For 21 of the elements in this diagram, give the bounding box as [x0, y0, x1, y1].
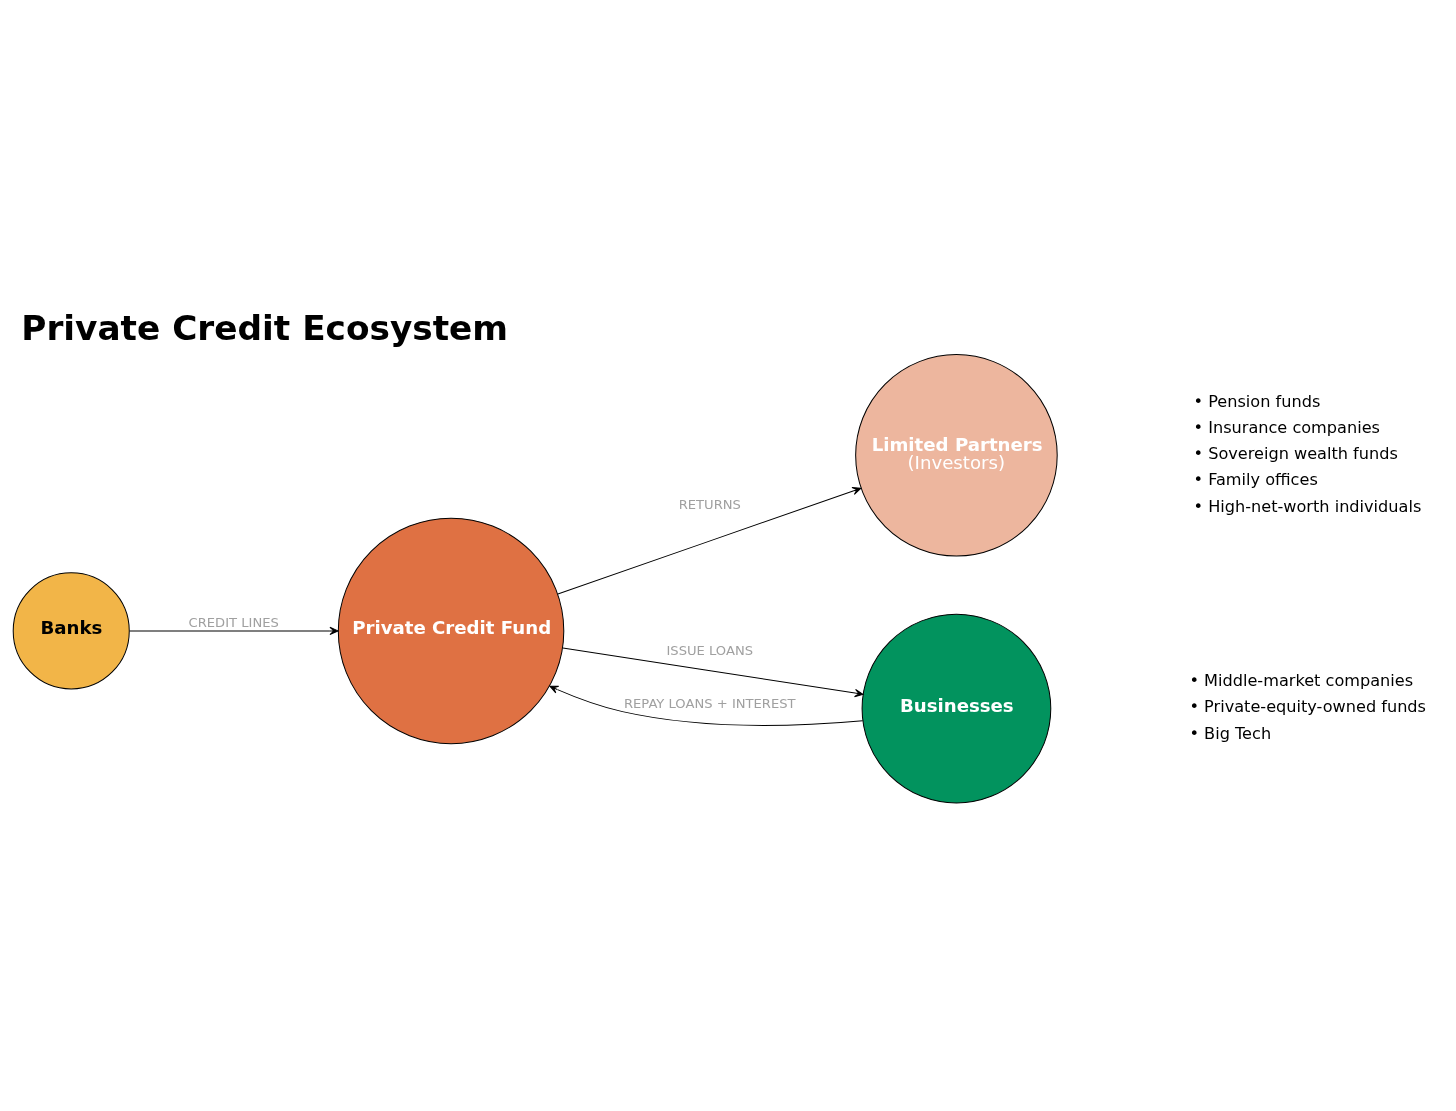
arrow: [128, 626, 338, 635]
edge-label: ISSUE LOANS: [665, 642, 753, 658]
node-label: • Sovereign wealth funds: [1193, 443, 1398, 463]
node-circle: Banks: [12, 571, 130, 689]
edge-label: RETURNS: [678, 496, 741, 512]
node-label: • Insurance companies: [1193, 417, 1380, 437]
arrow: [561, 647, 864, 697]
node-label: • Family offices: [1193, 469, 1318, 489]
edge-label: REPAY LOANS + INTEREST: [623, 695, 796, 711]
node-circle: Businesses: [861, 613, 1051, 803]
node-label: • Private-equity-owned funds: [1188, 696, 1426, 716]
node-circle: Private Credit Fund: [337, 517, 564, 744]
node-label: • High-net-worth individuals: [1193, 496, 1421, 516]
arrow: [548, 685, 863, 726]
arrow: [556, 486, 861, 594]
edge-label: CREDIT LINES: [188, 614, 279, 630]
node-circle: Limited Partners (Investors): [854, 353, 1058, 557]
node-label: • Middle-market companies: [1188, 670, 1413, 690]
node-label: • Big Tech: [1188, 723, 1271, 743]
node-label: • Pension funds: [1193, 391, 1320, 411]
diagram-title: Private Credit Ecosystem: [20, 307, 508, 348]
